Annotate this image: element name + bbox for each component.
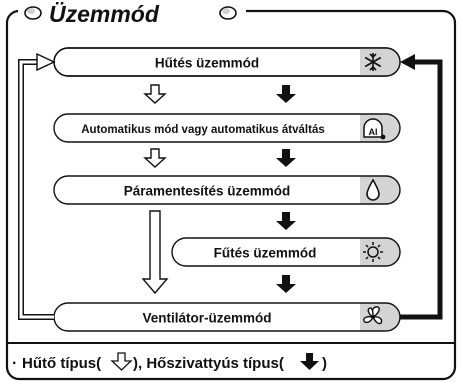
title-left-decoration xyxy=(24,6,42,20)
mode-box-dehumidify xyxy=(53,175,401,205)
sun-icon xyxy=(363,242,383,262)
svg-text:AI: AI xyxy=(369,127,378,137)
title-right-decoration xyxy=(219,6,237,20)
outline-arrow-1 xyxy=(143,84,167,104)
mode-row-dehumidify: Páramentesítés üzemmód xyxy=(53,175,401,205)
mode-label-dehumidify: Páramentesítés üzemmód xyxy=(124,184,291,199)
mode-row-cooling: Hűtés üzemmód xyxy=(53,47,401,77)
mode-box-heating xyxy=(171,237,401,267)
mode-box-auto xyxy=(53,113,401,143)
outline-arrow-2 xyxy=(143,148,167,168)
solid-arrow-4 xyxy=(276,275,296,293)
legend-text-heatpump-type: ), Hőszivattyús típus( xyxy=(133,355,284,372)
loop-arrowhead-right xyxy=(400,54,415,70)
title-backdrop xyxy=(18,0,246,24)
legend: · Hűtő típus( ), Hőszivattyús típus( ) xyxy=(12,352,327,372)
legend-text-close: ) xyxy=(322,355,327,372)
loop-connector-right xyxy=(400,54,443,320)
snowflake-icon xyxy=(364,53,382,71)
mode-row-fan: Ventilátor-üzemmód xyxy=(53,302,401,332)
mode-label-cooling: Hűtés üzemmód xyxy=(155,56,259,71)
solid-arrow-3 xyxy=(276,212,296,230)
auto-ai-icon: AI xyxy=(363,118,386,140)
legend-text-cooling-type: Hűtő típus( xyxy=(22,355,101,372)
legend-solid-arrow xyxy=(300,353,319,370)
mode-row-auto: Automatikus mód vagy automatikus átváltá… xyxy=(53,113,401,143)
solid-arrow-1 xyxy=(276,85,296,103)
mode-label-fan: Ventilátor-üzemmód xyxy=(142,311,271,326)
outline-arrow-long xyxy=(141,210,169,295)
loop-connector-left xyxy=(18,52,56,320)
loop-arrowhead-left xyxy=(36,52,56,72)
legend-outline-arrow xyxy=(110,352,133,371)
mode-label-auto: Automatikus mód vagy automatikus átváltá… xyxy=(81,124,324,136)
mode-label-heating: Fűtés üzemmód xyxy=(214,246,317,261)
mode-box-cooling-shade xyxy=(360,48,400,76)
mode-row-heating: Fűtés üzemmód xyxy=(171,237,401,267)
page-title: Üzemmód xyxy=(49,1,160,27)
fan-icon xyxy=(363,306,383,325)
solid-arrow-2 xyxy=(276,149,296,167)
legend-bullet: · xyxy=(12,355,17,372)
water-drop-icon xyxy=(366,178,380,201)
